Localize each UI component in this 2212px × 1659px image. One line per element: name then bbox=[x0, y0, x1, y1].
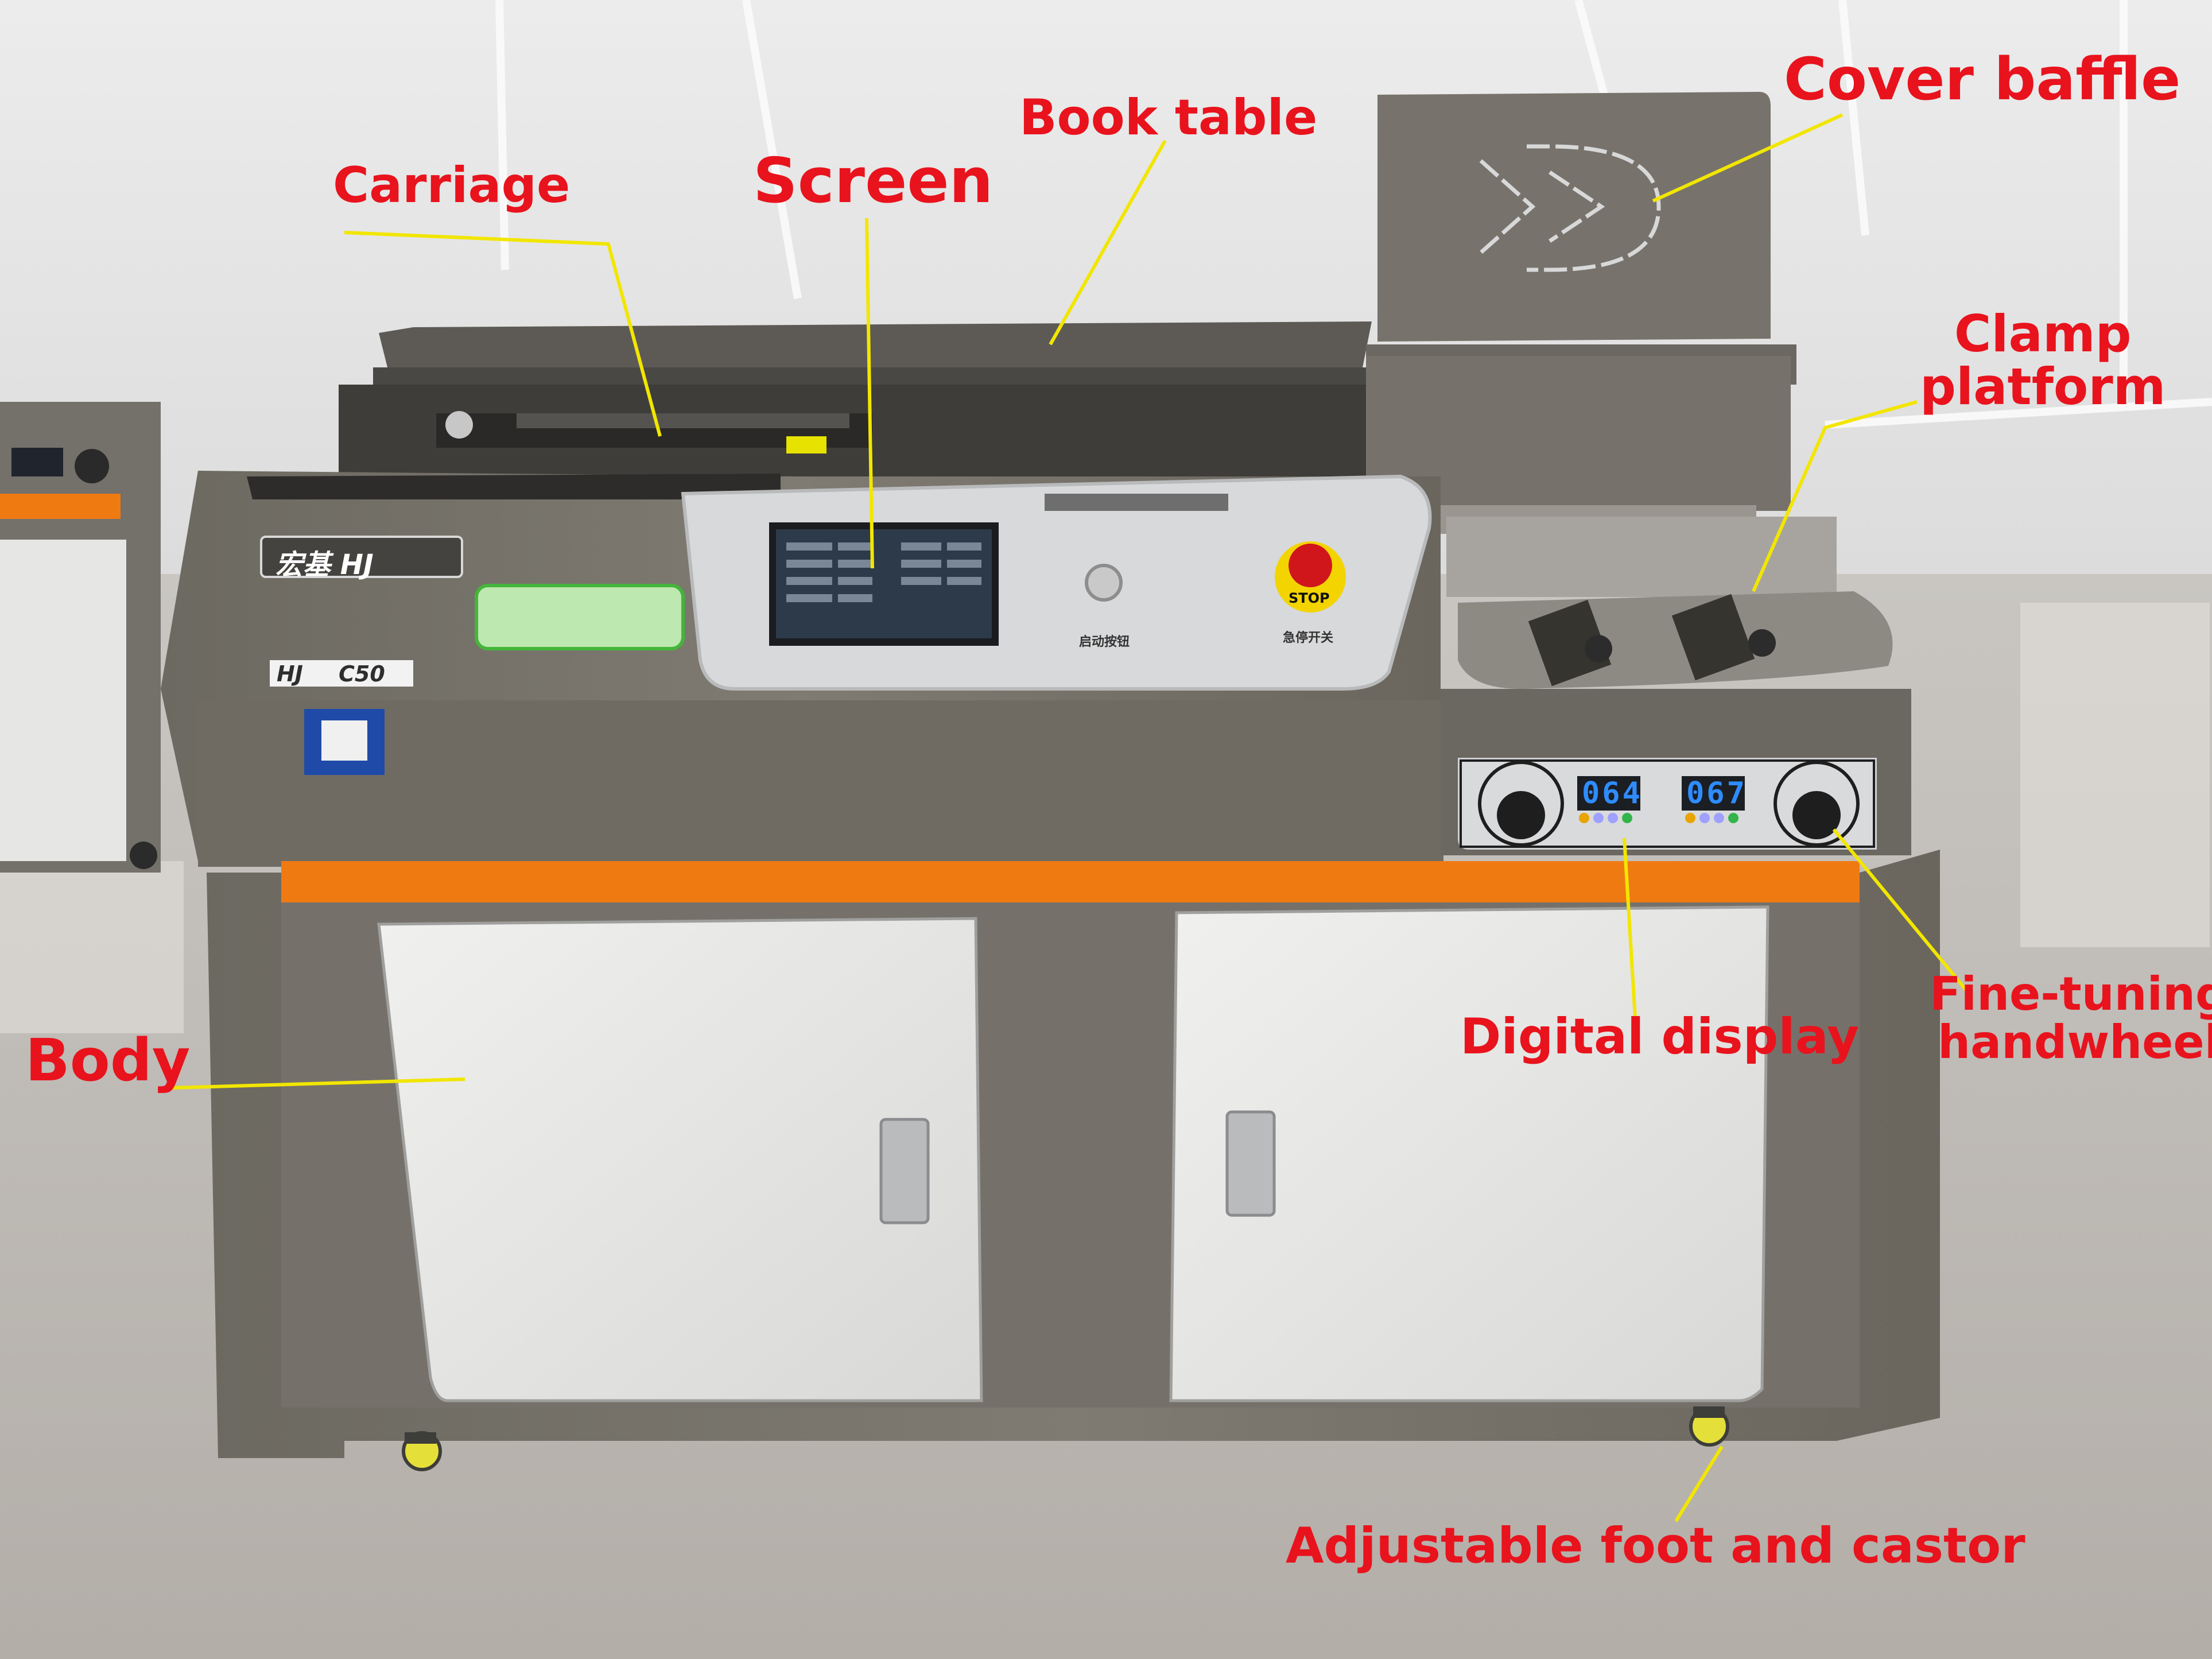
cover-baffle bbox=[1377, 92, 1771, 342]
pointer-carriage bbox=[344, 231, 662, 437]
pointer-clamp-platform bbox=[1752, 400, 1918, 592]
machine-lower-body bbox=[207, 850, 1940, 1471]
pointer-body bbox=[172, 1077, 465, 1090]
pointer-book-table bbox=[1049, 139, 1167, 346]
label-book-table: Book table bbox=[1019, 89, 1318, 146]
pointer-foot bbox=[1674, 1445, 1724, 1522]
label-foot-and-castor: Adjustable foot and castor bbox=[1286, 1517, 2025, 1575]
pointer-screen bbox=[865, 218, 874, 569]
orange-trim bbox=[281, 861, 1860, 902]
label-screen: Screen bbox=[753, 145, 994, 217]
label-carriage: Carriage bbox=[333, 157, 571, 214]
label-body: Body bbox=[25, 1026, 191, 1095]
pointer-digital-display bbox=[1623, 838, 1637, 1028]
label-fine-tuning-handwheel: Fine-tuning handwheel bbox=[1930, 970, 2212, 1067]
label-clamp-platform: Clamp platform bbox=[1920, 304, 2166, 417]
pointer-cover-baffle bbox=[1652, 113, 1844, 203]
label-clamp-line2: platform bbox=[1920, 357, 2166, 417]
model-number: C50 bbox=[339, 661, 385, 687]
indicator-leds bbox=[1579, 813, 1738, 823]
estop-label: 急停开关 bbox=[1283, 631, 1334, 645]
floor-reflections bbox=[0, 603, 2210, 1033]
digital-display-left: 064 bbox=[1582, 776, 1643, 811]
model-prefix: HJ bbox=[277, 661, 303, 687]
machine-upper-body bbox=[161, 471, 1911, 867]
label-fine-line1: Fine-tuning bbox=[1930, 967, 2212, 1021]
pointer-fine-tuning bbox=[1832, 828, 1970, 994]
label-digital-display: Digital display bbox=[1460, 1008, 1860, 1065]
clamp-platform bbox=[1446, 517, 1893, 689]
stop-text: STOP bbox=[1289, 590, 1330, 606]
brand-logo-text: 宏基 HJ bbox=[275, 549, 374, 581]
left-machine bbox=[0, 402, 161, 873]
label-cover-baffle: Cover baffle bbox=[1784, 45, 2181, 114]
start-button-label: 启动按钮 bbox=[1079, 635, 1130, 649]
label-fine-line2: handwheel bbox=[1938, 1015, 2212, 1069]
label-clamp-line1: Clamp bbox=[1954, 304, 2132, 363]
digital-display-right: 067 bbox=[1686, 776, 1747, 811]
pointer-lines bbox=[172, 113, 1970, 1522]
